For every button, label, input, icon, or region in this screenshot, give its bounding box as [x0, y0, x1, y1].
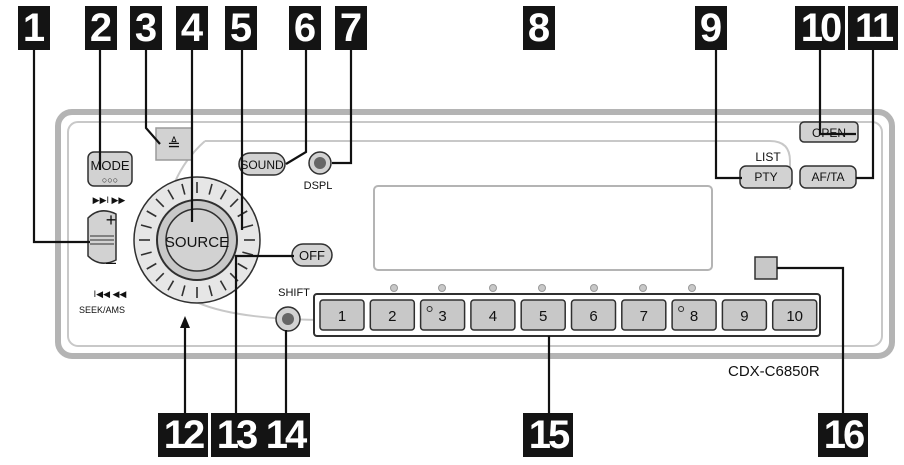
callout-7: 7 [335, 6, 367, 50]
dial-tick [155, 198, 165, 208]
shift-label: SHIFT [278, 287, 310, 299]
minus-symbol: – [106, 252, 116, 272]
pty-button[interactable]: PTY [739, 165, 793, 189]
source-label: SOURCE [165, 234, 229, 251]
dial-tick [242, 224, 254, 229]
plus-symbol: + [106, 210, 117, 230]
preset-label: 3 [438, 308, 446, 325]
callout-11: 11 [848, 6, 898, 50]
callout-6: 6 [289, 6, 321, 50]
preset-label: 5 [539, 308, 547, 325]
square-button[interactable] [754, 256, 778, 280]
upper-panel-edge [205, 140, 791, 190]
preset-button-3[interactable]: 3 [419, 299, 466, 331]
callout-15: 15 [523, 413, 573, 457]
callout-16: 16 [818, 413, 868, 457]
mode-dots: ○○○ [102, 175, 118, 185]
shift-button[interactable] [275, 306, 301, 332]
dial-tick [237, 262, 248, 270]
faceplate-inner [67, 121, 883, 347]
dial-tick [146, 262, 157, 270]
callout-3: 3 [130, 6, 162, 50]
dial-tick [219, 280, 227, 291]
dial-tick [140, 251, 152, 256]
dial-tick [167, 280, 175, 291]
eject-button[interactable]: ≜ [155, 127, 193, 161]
indicator-dots [390, 284, 696, 292]
callout-12: 12 [158, 413, 208, 457]
dial-tick [208, 285, 213, 297]
preset-label: 7 [640, 308, 648, 325]
preset-button-4[interactable]: 4 [470, 299, 516, 331]
preset-label: 10 [786, 308, 803, 325]
dial-tick [140, 224, 152, 229]
preset-label: 4 [489, 308, 497, 325]
eject-icon: ≜ [167, 136, 180, 154]
preset-label: 6 [589, 308, 597, 325]
dial-tick [155, 272, 165, 282]
callout-13: 13 [211, 413, 261, 457]
afta-button[interactable]: AF/TA [799, 165, 857, 189]
dial-tick [219, 189, 227, 200]
preset-label: 1 [338, 308, 346, 325]
preset-button-10[interactable]: 10 [771, 299, 818, 331]
callout-1: 1 [18, 6, 50, 50]
preset-button-6[interactable]: 6 [570, 299, 617, 331]
source-button[interactable]: SOURCE [165, 208, 229, 272]
display-window [373, 185, 713, 271]
preset-button-7[interactable]: 7 [621, 299, 667, 331]
preset-label: 9 [740, 308, 748, 325]
dial-tick [181, 285, 186, 297]
mode-button[interactable]: MODE ○○○ [87, 151, 133, 187]
callout-10: 10 [795, 6, 845, 50]
off-button[interactable]: OFF [291, 243, 333, 267]
preset-label: 2 [388, 308, 396, 325]
bump-dot [678, 306, 685, 312]
arrow-head [180, 316, 190, 328]
dial-tick [167, 189, 175, 200]
forward-symbols: ▶▶I ▶▶ [93, 195, 126, 205]
callout-14: 14 [260, 413, 310, 457]
backward-symbols: I◀◀ ◀◀ [94, 289, 127, 299]
bump-dot [426, 306, 433, 312]
dspl-label: DSPL [304, 180, 333, 192]
preset-buttons: 1 2 3 4 5 6 7 8 9 10 [319, 299, 818, 331]
callout-5: 5 [225, 6, 257, 50]
callout-4: 4 [176, 6, 208, 50]
dspl-button[interactable] [308, 151, 332, 175]
mode-label: MODE [91, 158, 130, 173]
preset-button-9[interactable]: 9 [721, 299, 768, 331]
list-label: LIST [755, 150, 781, 164]
afta-label: AF/TA [811, 170, 844, 184]
sound-button[interactable]: SOUND [238, 152, 286, 176]
seek-lever[interactable] [87, 210, 117, 264]
open-button[interactable]: OPEN [799, 121, 859, 143]
dial-tick [181, 183, 186, 195]
preset-button-8[interactable]: 8 [671, 299, 717, 331]
callout-8: 8 [523, 6, 555, 50]
model-name: CDX-C6850R [728, 363, 820, 380]
preset-button-1[interactable]: 1 [319, 299, 365, 331]
dial-tick [229, 198, 239, 208]
leader-lines [32, 50, 875, 413]
preset-button-5[interactable]: 5 [520, 299, 566, 331]
dial-tick [242, 251, 254, 256]
preset-button-2[interactable]: 2 [369, 299, 416, 331]
off-label: OFF [299, 248, 325, 263]
pty-label: PTY [754, 170, 777, 184]
sound-label: SOUND [240, 158, 284, 172]
callout-2: 2 [85, 6, 117, 50]
dial-tick [208, 183, 213, 195]
seek-ams-label: SEEK/AMS [79, 305, 125, 315]
callout-9: 9 [695, 6, 727, 50]
preset-label: 8 [690, 308, 698, 325]
dial-tick [146, 210, 157, 218]
